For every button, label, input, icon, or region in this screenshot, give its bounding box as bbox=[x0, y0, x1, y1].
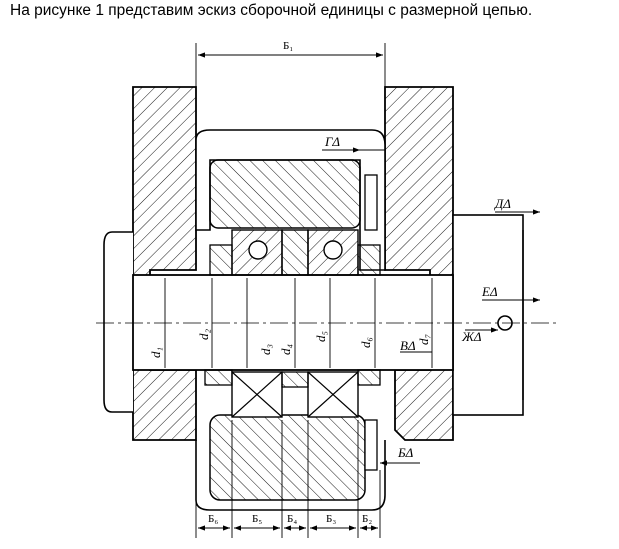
housing-right bbox=[384, 86, 454, 441]
dimension-chain-bottom bbox=[195, 420, 381, 538]
dimension-b-delta: БΔ bbox=[380, 445, 420, 466]
label-b5: Б₅ bbox=[252, 513, 262, 525]
label-e: ЕΔ bbox=[481, 284, 498, 299]
dimension-d-delta: ДΔ bbox=[493, 196, 540, 215]
label-b6: Б₆ bbox=[208, 513, 218, 525]
label-d3: d₃ bbox=[258, 344, 273, 355]
label-d2: d₂ bbox=[196, 329, 211, 341]
label-b4: Б₄ bbox=[287, 513, 297, 525]
label-zh: ЖΔ bbox=[461, 329, 482, 344]
label-b2: Б₂ bbox=[362, 513, 372, 525]
shaft-end-right bbox=[452, 214, 524, 416]
caption-text: На рисунке 1 представим эскиз сборочной … bbox=[10, 2, 533, 19]
label-v: ВΔ bbox=[400, 338, 416, 353]
bearing-top bbox=[209, 174, 381, 276]
label-b-delta: БΔ bbox=[397, 445, 414, 460]
diameter-dimensions bbox=[164, 278, 433, 368]
label-d7: d₇ bbox=[416, 334, 431, 346]
dimension-g: ГΔ bbox=[322, 134, 385, 153]
dimension-e: ЕΔ bbox=[481, 284, 540, 303]
dimension-zh: ЖΔ bbox=[461, 327, 498, 344]
shaft bbox=[132, 274, 454, 371]
label-d4: d₄ bbox=[278, 344, 293, 356]
bearing-cover-bottom bbox=[195, 414, 386, 511]
label-d1: d₁ bbox=[148, 347, 163, 358]
label-d5: d₅ bbox=[313, 331, 328, 342]
label-b1: Б₁ bbox=[283, 40, 293, 52]
label-g: ГΔ bbox=[324, 134, 340, 149]
dimension-b1: Б₁ bbox=[195, 40, 386, 130]
label-d6: d₆ bbox=[358, 337, 373, 348]
dimension-v: ВΔ bbox=[400, 338, 432, 353]
label-b3: Б₃ bbox=[326, 513, 336, 525]
housing-left bbox=[132, 86, 197, 441]
label-d-delta: ДΔ bbox=[493, 196, 511, 211]
bearing-bottom bbox=[204, 369, 381, 471]
